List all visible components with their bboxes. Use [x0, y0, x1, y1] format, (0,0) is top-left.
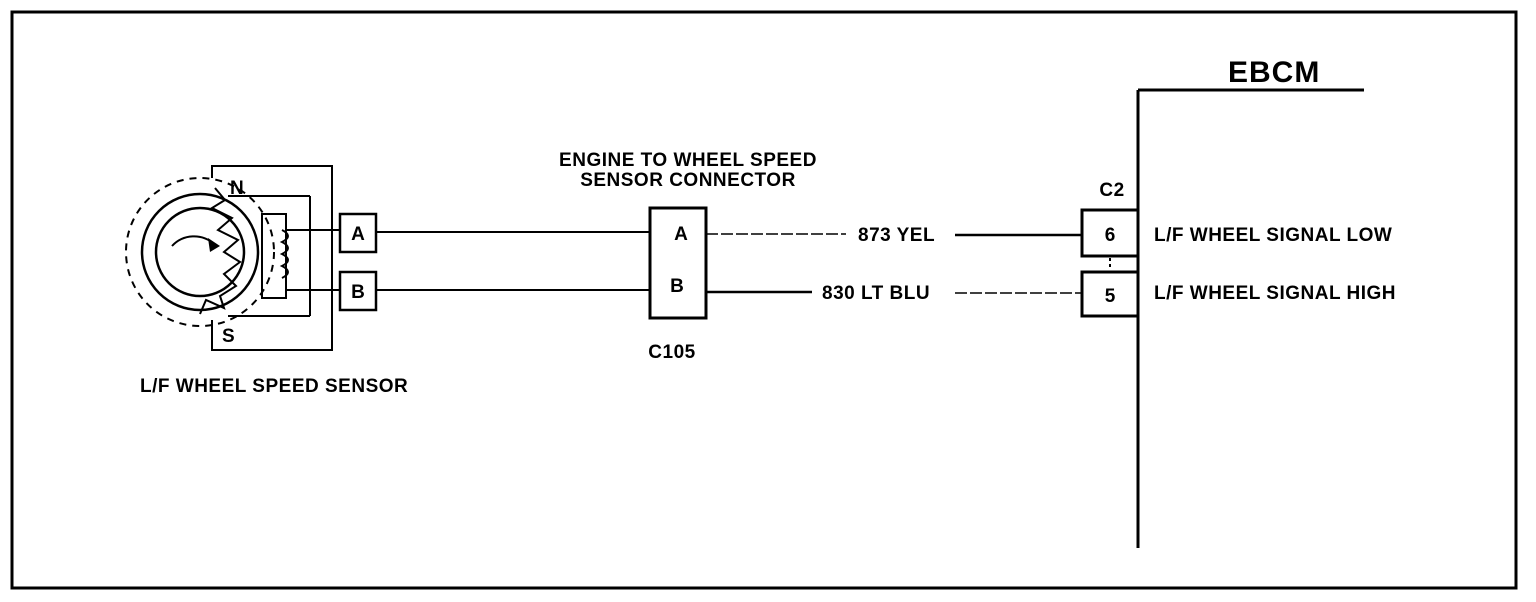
- connector-terminal-a-label: A: [674, 224, 688, 245]
- sensor-terminal-a-label: A: [351, 224, 365, 245]
- tone-ring-dashed-circle: [125, 177, 275, 327]
- module-pin-5-number: 5: [1105, 286, 1116, 307]
- circuit-830-label: 830 LT BLU: [822, 283, 930, 304]
- tone-ring-inner-circle: [154, 206, 246, 298]
- module-pin-6-number: 6: [1105, 225, 1116, 246]
- connector-terminal-b-label: B: [670, 276, 684, 297]
- sensor-terminal-b-box: [338, 270, 378, 312]
- inline-connector-c105: ENGINE TO WHEEL SPEED SENSOR CONNECTOR A…: [559, 150, 817, 363]
- sensor-terminal-b-label: B: [351, 282, 365, 303]
- connector-body: [648, 206, 708, 320]
- wheel-speed-sensor: N S A B L/F WHEEL SPEED SENSOR: [125, 165, 408, 397]
- tone-ring-outer-circle: [140, 192, 260, 312]
- connector-title-line2: SENSOR CONNECTOR: [580, 170, 796, 191]
- ebcm-module: EBCM C2 6 5 L/F WHEEL SIGNAL LOW L/F WHE…: [1080, 56, 1396, 548]
- circuit-873: 873 YEL: [706, 225, 1082, 246]
- pole-north-label: N: [230, 178, 244, 199]
- module-name-label: EBCM: [1228, 56, 1320, 89]
- rotation-arrowhead-icon: [208, 238, 220, 252]
- sensor-name-label: L/F WHEEL SPEED SENSOR: [140, 376, 408, 397]
- magnet-zigzag: [199, 187, 242, 315]
- diagram-frame: [10, 10, 1518, 590]
- module-connector-label: C2: [1099, 180, 1124, 201]
- module-pin-6-function: L/F WHEEL SIGNAL LOW: [1154, 225, 1392, 246]
- connector-id-label: C105: [648, 342, 695, 363]
- rotation-arrow-icon: [171, 235, 215, 247]
- sensor-terminal-a-box: [338, 212, 378, 254]
- module-pin-5-box: [1080, 270, 1140, 318]
- pickup-coil-icon: [279, 229, 289, 279]
- module-pin-6-box: [1080, 208, 1140, 258]
- pole-south-label: S: [222, 326, 235, 347]
- circuit-830: 830 LT BLU: [706, 283, 1082, 304]
- module-pin-5-function: L/F WHEEL SIGNAL HIGH: [1154, 283, 1396, 304]
- sensor-housing-outline: [211, 165, 333, 351]
- circuit-873-label: 873 YEL: [858, 225, 935, 246]
- connector-title-line1: ENGINE TO WHEEL SPEED: [559, 150, 817, 171]
